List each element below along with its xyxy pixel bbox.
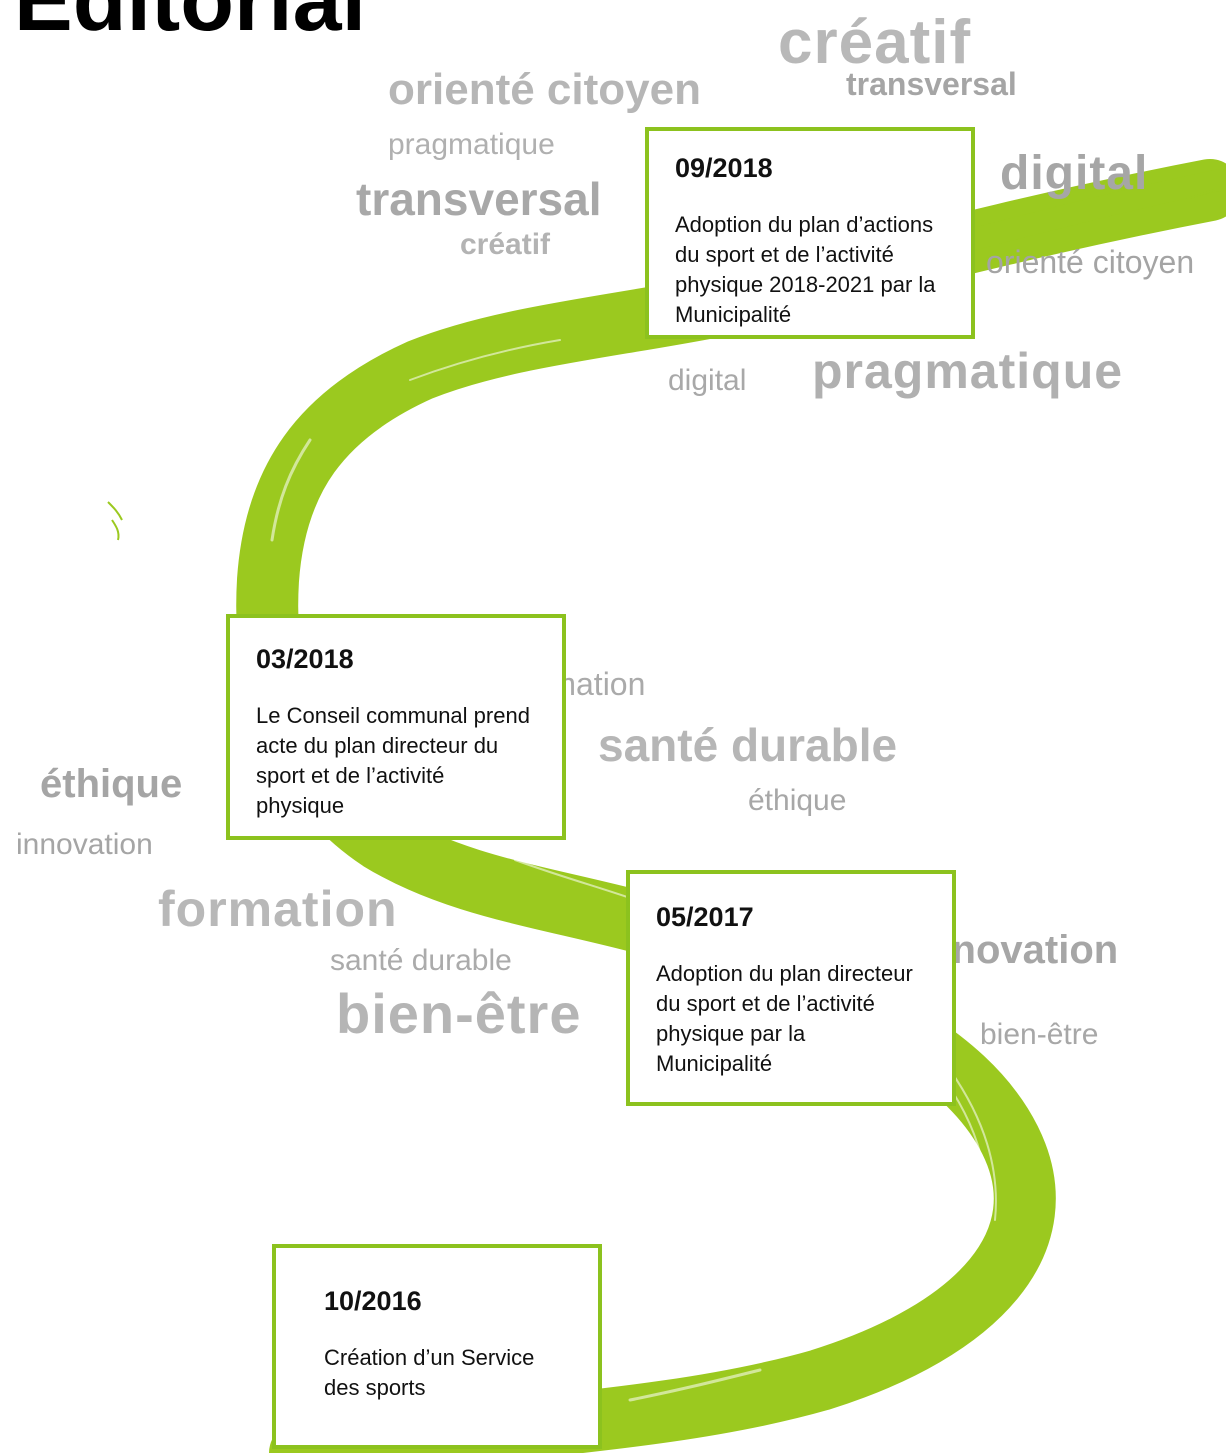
milestone-date: 10/2016 [324,1286,422,1316]
milestone-card-2018-09: 09/2018 Adoption du plan d’actions du sp… [645,127,975,339]
milestone-date: 09/2018 [675,153,773,183]
keyword-transversal-left: transversal [356,173,602,225]
keyword-formation-big: formation [158,881,398,937]
keyword-transversal-top: transversal [846,66,1017,102]
keyword-bien-etre-right: bien-être [980,1018,1099,1051]
milestone-card-2017-05: 05/2017 Adoption du plan directeur du sp… [626,870,956,1106]
milestone-text: Le Conseil communal prend acte du plan d… [256,703,530,818]
keyword-oriente-citoyen-right: orienté citoyen [986,244,1195,280]
keyword-ethique-left: éthique [40,762,183,806]
milestone-date: 03/2018 [256,644,354,674]
milestone-date: 05/2017 [656,902,754,932]
keyword-digital-right: digital [1000,147,1149,200]
keyword-sante-durable-small: santé durable [330,944,512,977]
keyword-bien-etre-big: bien-être [336,982,582,1045]
keyword-pragmatique-left: pragmatique [388,128,555,161]
keyword-ethique-mid: éthique [748,784,847,817]
milestone-text: Adoption du plan directeur du sport et d… [656,961,913,1076]
milestone-card-2016-10: 10/2016 Création d’un Service des sports [272,1244,602,1449]
keyword-digital-mid: digital [668,364,747,397]
keyword-creatif-top: créatif [778,8,972,77]
keyword-pragmatique-big: pragmatique [812,343,1124,399]
milestone-card-2018-03: 03/2018 Le Conseil communal prend acte d… [226,614,566,840]
page-title: Editorial [14,0,366,44]
milestone-text: Adoption du plan d’actions du sport et d… [675,212,936,327]
milestone-text: Création d’un Service des sports [324,1345,535,1400]
keyword-creatif-left: créatif [460,228,551,261]
keyword-innovation-left: innovation [16,828,153,861]
keyword-sante-durable-big: santé durable [598,719,898,771]
keyword-oriente-citoyen-top: orienté citoyen [388,65,701,114]
